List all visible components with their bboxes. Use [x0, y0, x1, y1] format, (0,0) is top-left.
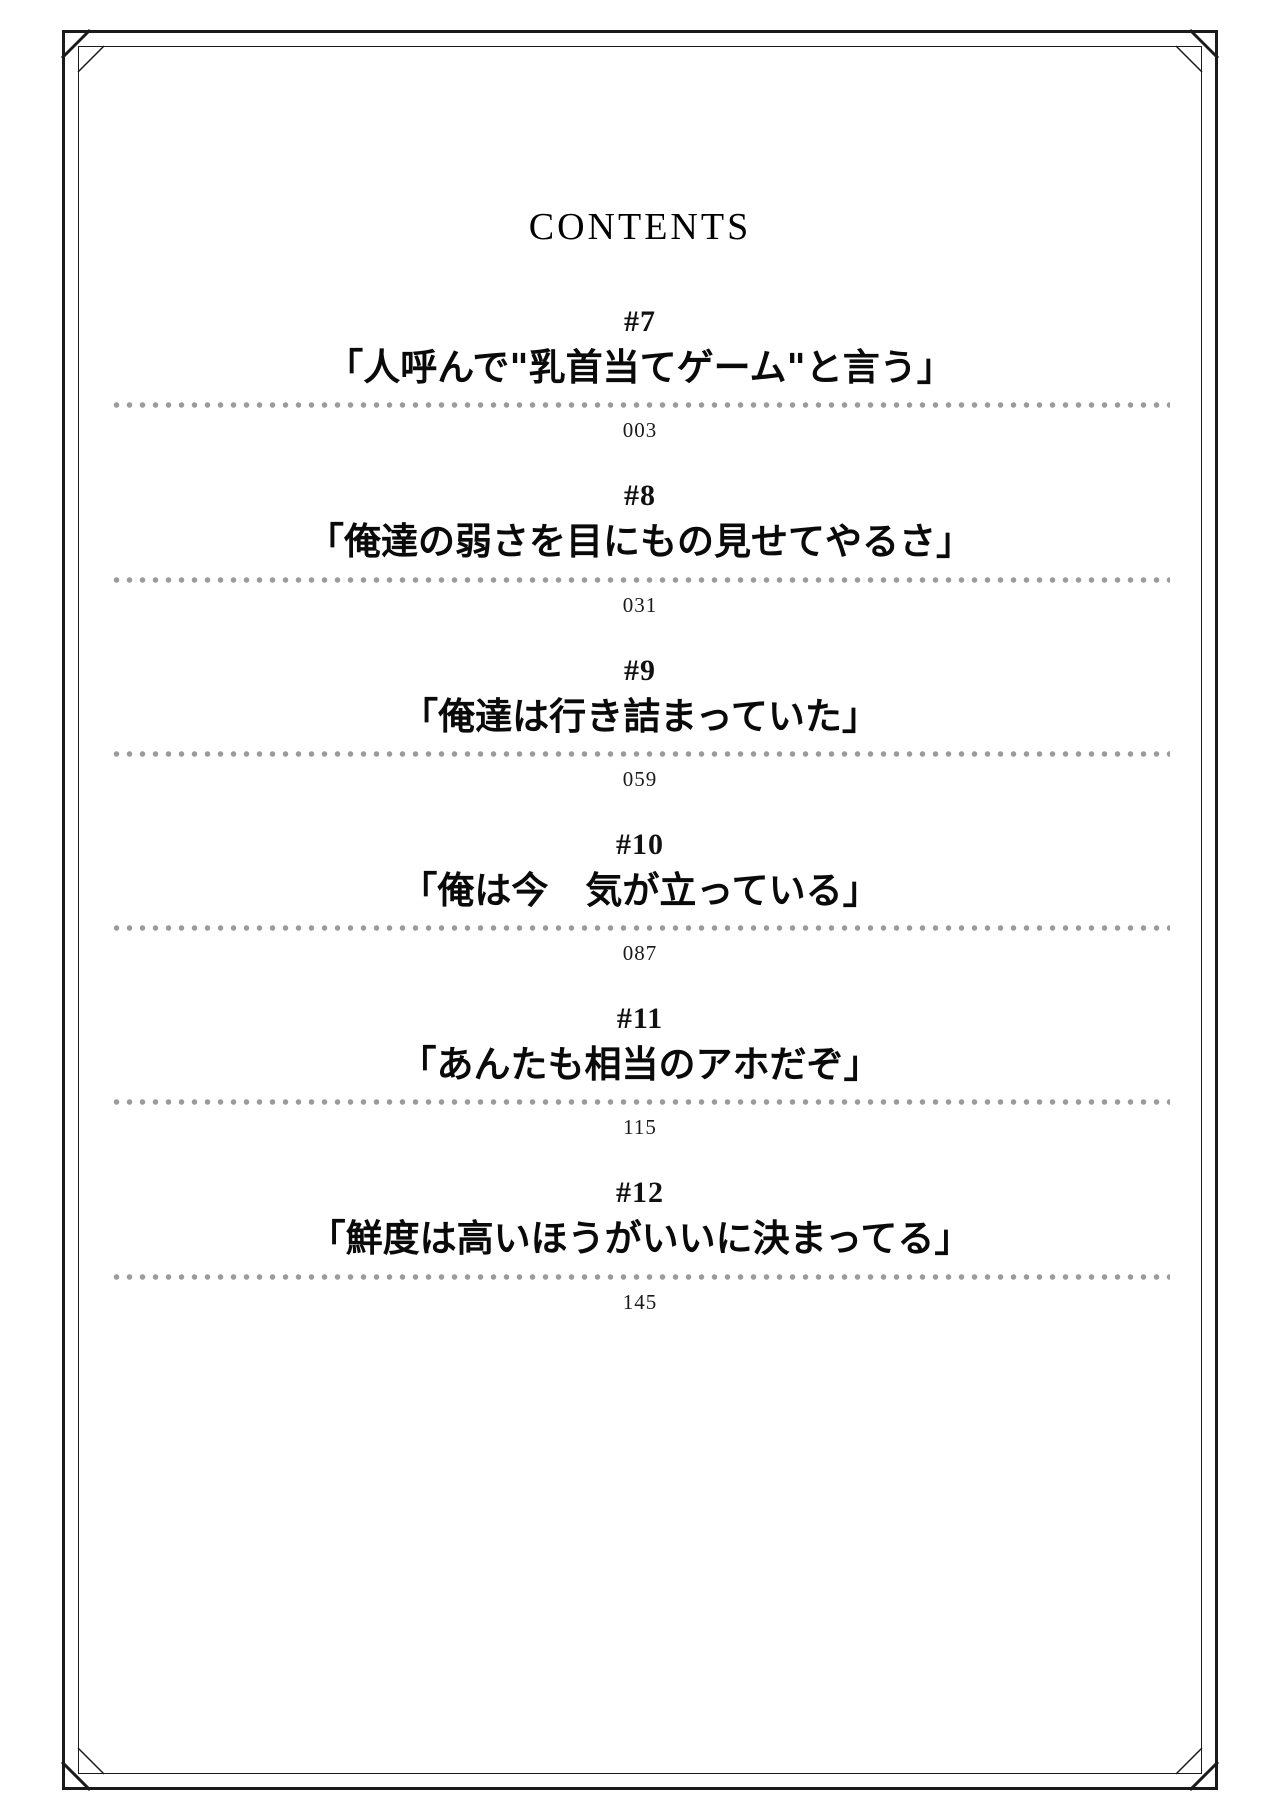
- leader-dots: [110, 400, 1170, 411]
- chapter-page-number: 115: [623, 1115, 657, 1140]
- chapter-page-number: 003: [622, 418, 658, 443]
- chapter-number: #8: [624, 479, 656, 513]
- chapter-number: #7: [624, 305, 656, 338]
- chapter-title: 「俺は今 気が立っている」: [400, 867, 880, 912]
- chapter-page-number: 031: [622, 592, 658, 617]
- page-title: CONTENTS: [528, 206, 752, 248]
- chapter-title: 「俺達の弱さを目にもの見せてやるさ」: [307, 519, 973, 564]
- chapter-page-number: 087: [622, 941, 658, 965]
- chapter-title: 「あんたも相当のアホだぞ」: [399, 1042, 881, 1086]
- toc-entry[interactable]: #11 「あんたも相当のアホだぞ」 115: [110, 1002, 1170, 1140]
- toc-entry[interactable]: #7 「人呼んで"乳首当てゲーム"と言う」 003: [110, 305, 1170, 443]
- chapter-page-number: 059: [622, 766, 658, 791]
- leader-dots: [110, 923, 1170, 933]
- leader-dots: [110, 574, 1170, 585]
- chapter-number: #11: [616, 1002, 664, 1035]
- leader-dots: [110, 1097, 1170, 1108]
- chapter-number: #10: [616, 827, 664, 861]
- chapter-number: #12: [616, 1176, 664, 1210]
- page-border-outer: [62, 30, 1218, 1790]
- toc-entry[interactable]: #8 「俺達の弱さを目にもの見せてやるさ」 031: [110, 479, 1170, 617]
- chapter-page-number: 145: [622, 1289, 658, 1314]
- toc-list: #7 「人呼んで"乳首当てゲーム"と言う」 003 #8 「俺達の弱さを目にもの…: [110, 305, 1170, 1315]
- chapter-title: 「俺達は行き詰まっていた」: [401, 693, 879, 738]
- chapter-title: 「人呼んで"乳首当てゲーム"と言う」: [326, 345, 954, 389]
- page-border-inner: [78, 46, 1202, 1774]
- chapter-title: 「鮮度は高いほうがいいに決まってる」: [308, 1216, 972, 1261]
- leader-dots: [110, 748, 1170, 759]
- toc-entry[interactable]: #12 「鮮度は高いほうがいいに決まってる」 145: [110, 1176, 1170, 1314]
- toc-content: CONTENTS #7 「人呼んで"乳首当てゲーム"と言う」 003 #8 「俺…: [110, 150, 1170, 1351]
- chapter-number: #9: [624, 653, 656, 687]
- toc-entry[interactable]: #9 「俺達は行き詰まっていた」 059: [110, 654, 1170, 792]
- leader-dots: [110, 1271, 1170, 1282]
- toc-entry[interactable]: #10 「俺は今 気が立っている」 087: [110, 828, 1170, 966]
